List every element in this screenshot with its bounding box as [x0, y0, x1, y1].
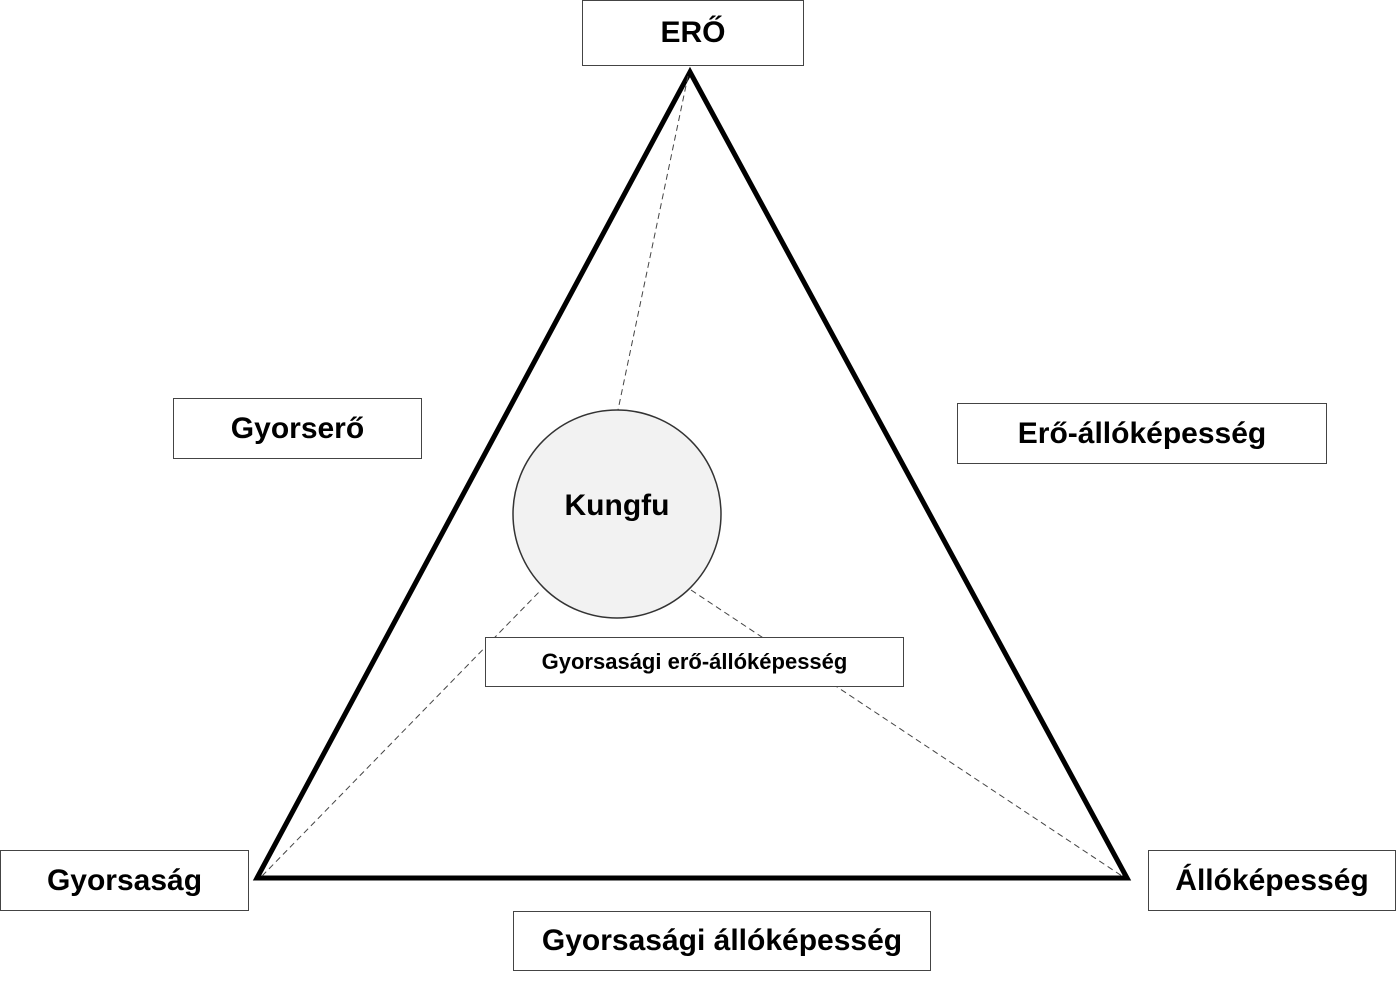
dashed-line-right	[690, 589, 1123, 877]
side-right-box: Erő-állóképesség	[957, 403, 1327, 464]
main-triangle	[252, 66, 1132, 881]
dashed-line-left	[261, 589, 542, 877]
side-bottom-box: Gyorsasági állóképesség	[513, 911, 931, 971]
center-sub-box: Gyorsasági erő-állóképesség	[485, 637, 904, 687]
center-circle	[512, 409, 722, 619]
center-label: Kungfu	[564, 489, 670, 522]
side-left-box: Gyorserő	[173, 398, 422, 459]
dashed-line-top	[617, 75, 689, 411]
apex-right-box: Állóképesség	[1148, 850, 1396, 911]
apex-top-box: ERŐ	[582, 0, 804, 66]
apex-left-box: Gyorsaság	[0, 850, 249, 911]
